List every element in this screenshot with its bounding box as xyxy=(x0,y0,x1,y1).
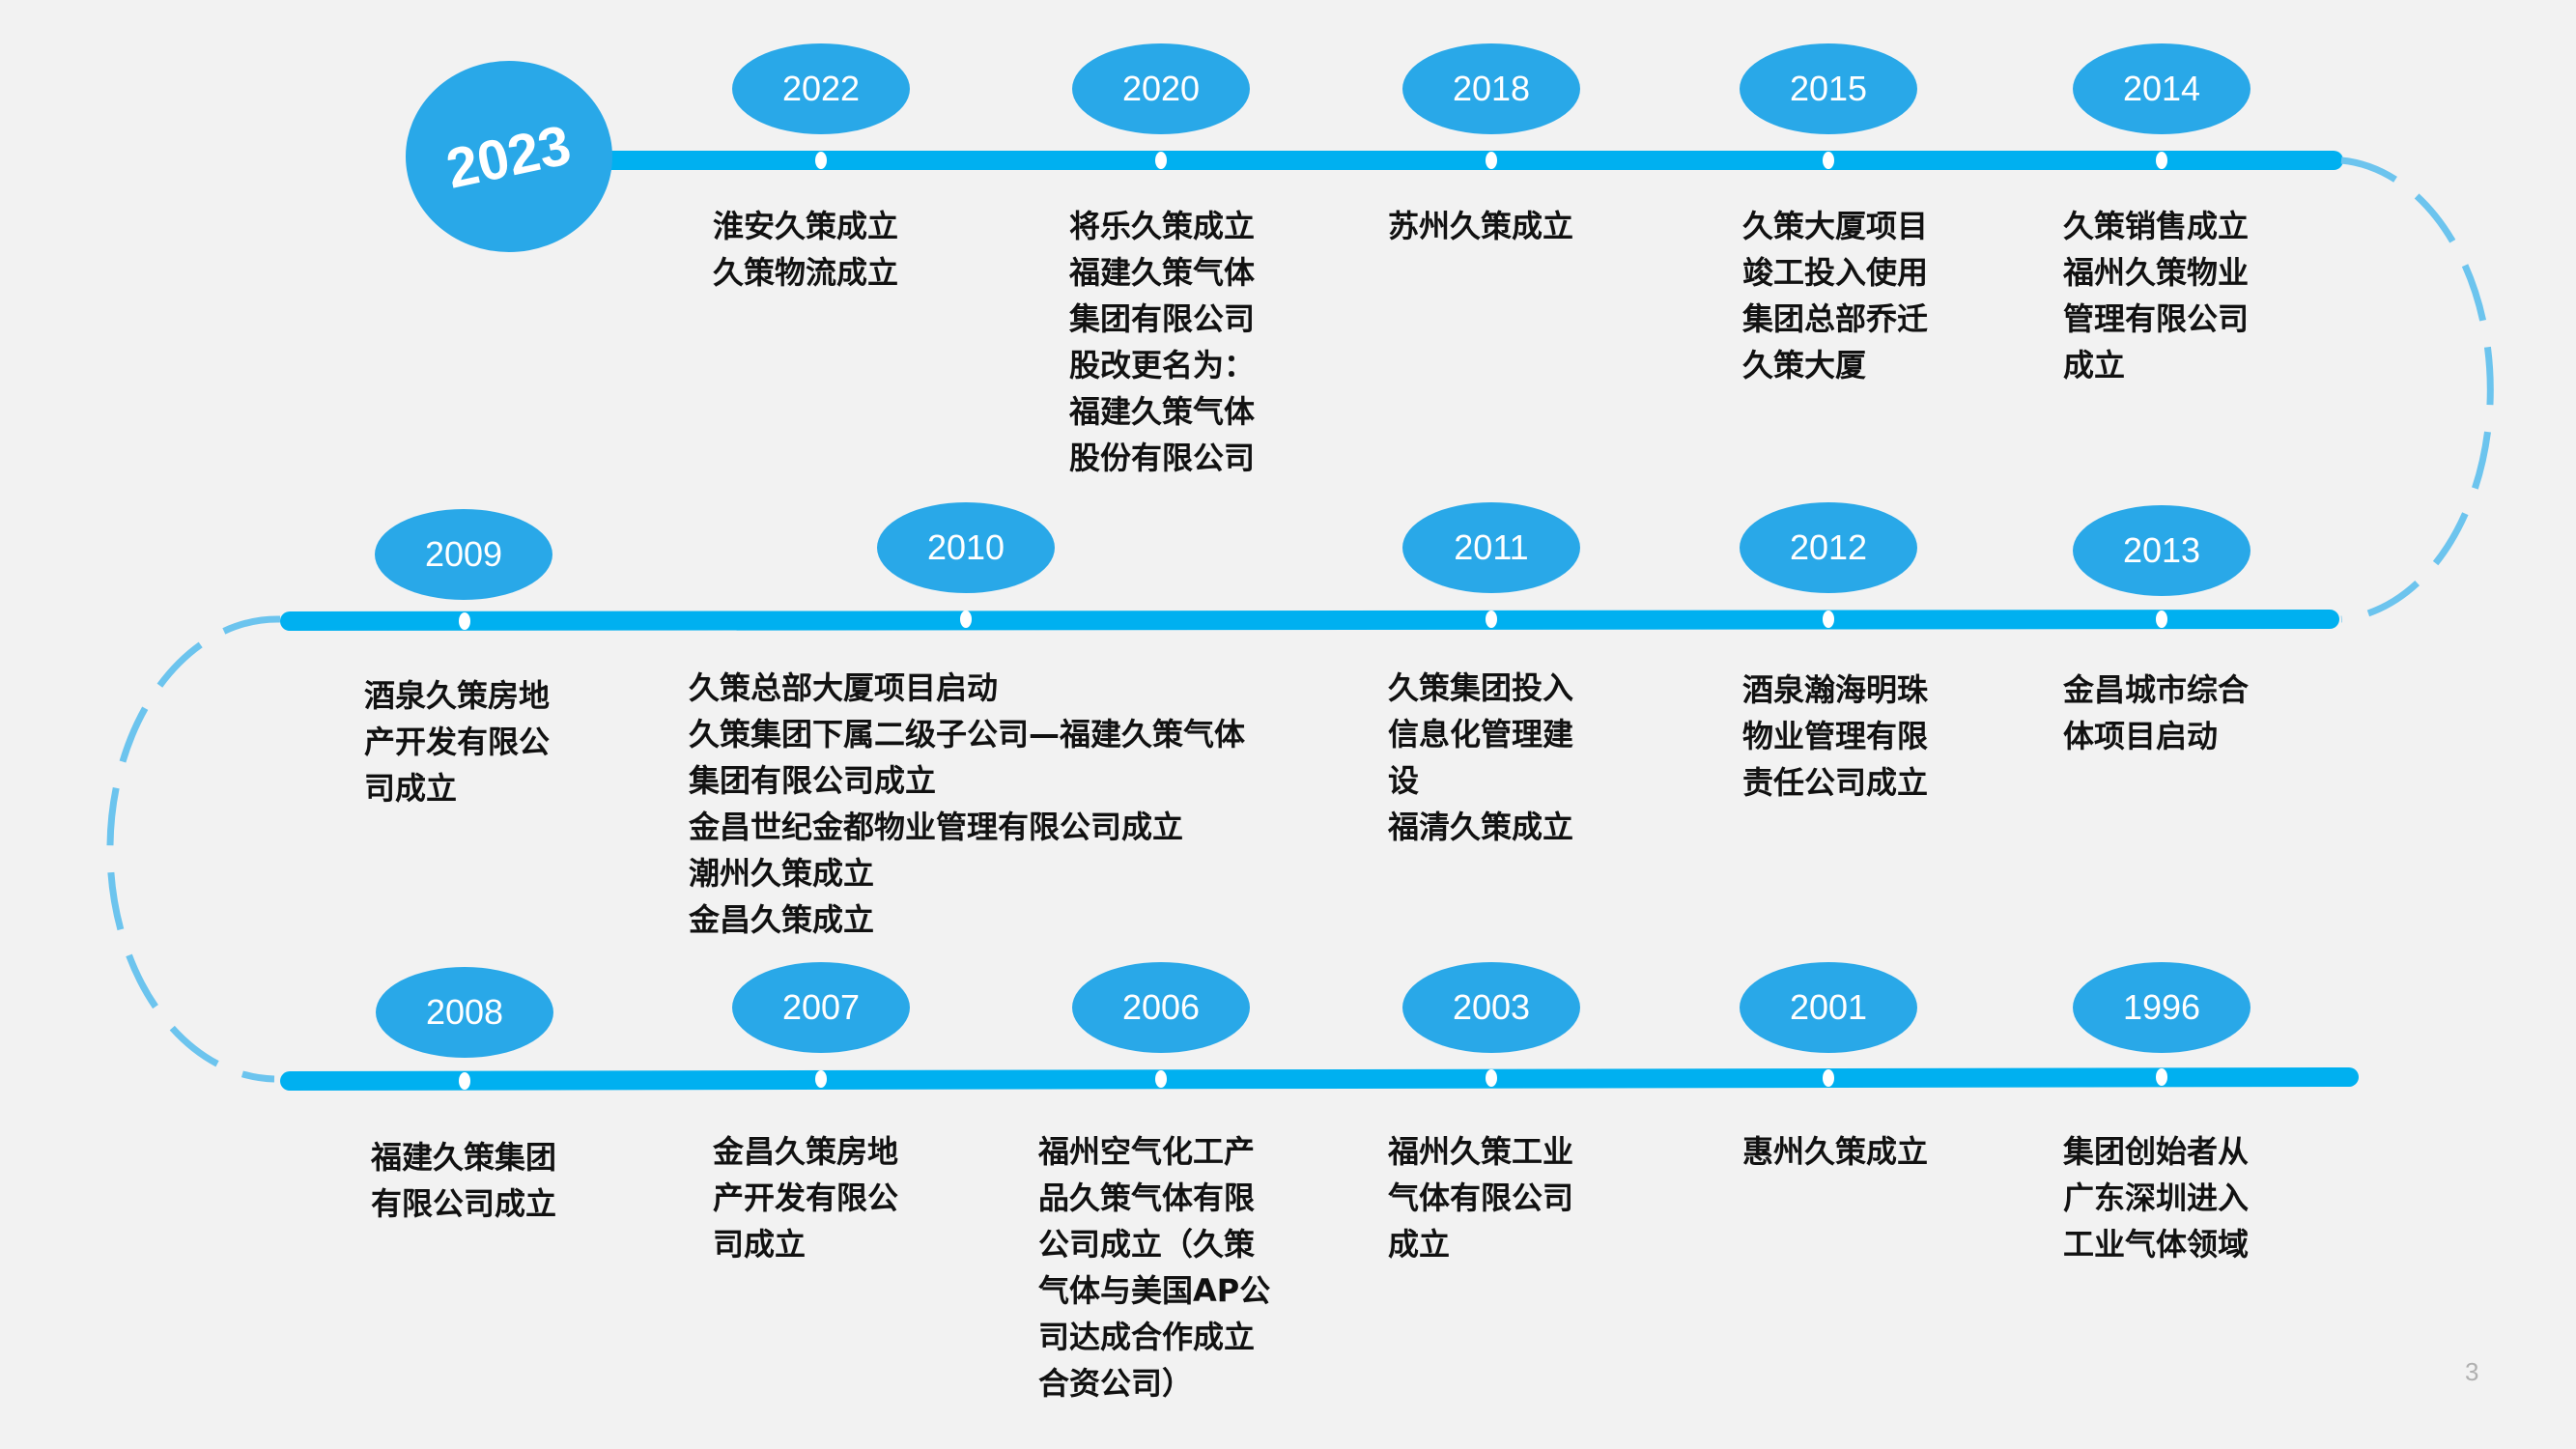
event-text: 福州久策工业 气体有限公司 成立 xyxy=(1388,1133,1574,1263)
year-badge: 2009 xyxy=(375,509,552,600)
left-dashed-arc xyxy=(106,615,281,1083)
event-text: 将乐久策成立 福建久策气体 集团有限公司 股改更名为： 福建久策气体 股份有限公… xyxy=(1069,208,1256,476)
year-badge: 2018 xyxy=(1402,43,1580,134)
event-text: 福建久策集团 有限公司成立 xyxy=(371,1139,557,1222)
event-text: 惠州久策成立 xyxy=(1742,1133,1929,1170)
right-dashed-arc xyxy=(2340,156,2494,623)
year-badge: 2014 xyxy=(2073,43,2250,134)
row2-line xyxy=(280,610,2339,631)
event-text: 淮安久策成立 久策物流成立 xyxy=(713,208,899,291)
event-text: 久策集团投入 信息化管理建 设 福清久策成立 xyxy=(1388,669,1574,845)
year-badge: 2011 xyxy=(1402,502,1580,593)
year-badge: 2012 xyxy=(1740,502,1917,593)
event-text: 久策总部大厦项目启动 久策集团下属二级子公司—福建久策气体 集团有限公司成立 金… xyxy=(689,669,1246,938)
event-text: 金昌久策房地 产开发有限公 司成立 xyxy=(713,1133,899,1263)
highlight-year-circle: 2023 xyxy=(406,61,612,252)
page-number: 3 xyxy=(2465,1357,2479,1386)
year-badge: 2008 xyxy=(376,967,553,1058)
year-badge: 2003 xyxy=(1402,962,1580,1053)
year-badge: 2001 xyxy=(1740,962,1917,1053)
event-text: 福州空气化工产 品久策气体有限 公司成立（久策 气体与美国AP公 司达成合作成立… xyxy=(1038,1133,1271,1402)
event-text: 酒泉瀚海明珠 物业管理有限 责任公司成立 xyxy=(1742,671,1929,801)
timeline-dots xyxy=(459,152,2167,1090)
year-badge: 1996 xyxy=(2073,962,2250,1053)
year-badge: 2007 xyxy=(732,962,910,1053)
event-text: 久策销售成立 福州久策物业 管理有限公司 成立 xyxy=(2063,208,2250,384)
year-badge: 2006 xyxy=(1072,962,1250,1053)
year-badge: 2020 xyxy=(1072,43,1250,134)
year-badge: 2015 xyxy=(1740,43,1917,134)
year-badge: 2022 xyxy=(732,43,910,134)
event-text: 金昌城市综合 体项目启动 xyxy=(2063,671,2250,754)
event-text: 酒泉久策房地 产开发有限公 司成立 xyxy=(364,677,551,807)
year-badge: 2013 xyxy=(2073,505,2250,596)
event-text: 久策大厦项目 竣工投入使用 集团总部乔迁 久策大厦 xyxy=(1742,208,1929,384)
row3-line xyxy=(280,1067,2359,1091)
event-text: 集团创始者从 广东深圳进入 工业气体领域 xyxy=(2063,1133,2250,1263)
year-badge: 2010 xyxy=(877,502,1055,593)
highlight-year: 2023 xyxy=(441,112,577,201)
event-text: 苏州久策成立 xyxy=(1388,208,1574,244)
